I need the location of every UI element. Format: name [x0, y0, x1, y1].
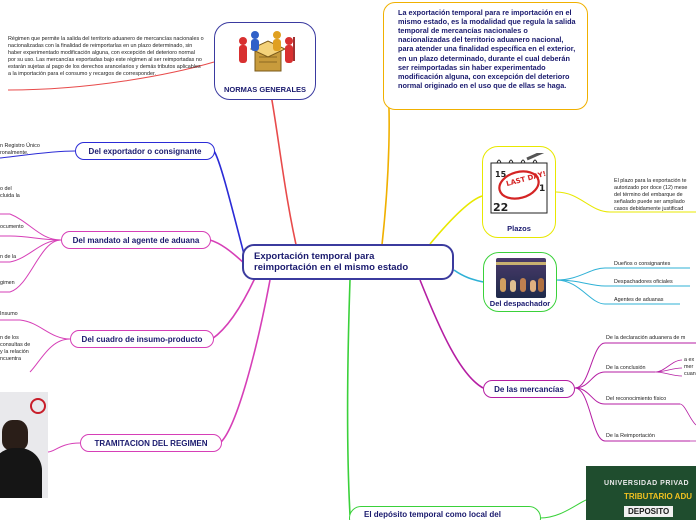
svg-text:1: 1 — [539, 184, 545, 194]
banner-line1: UNIVERSIDAD PRIVAD — [604, 480, 689, 487]
exportador-node[interactable]: Del exportador o consignante — [75, 142, 215, 160]
normas-label: NORMAS GENERALES — [224, 85, 306, 94]
despachador-leaf-2: Despachadores oficiales — [614, 279, 673, 285]
central-title-line1: Exportación temporal para — [254, 251, 442, 262]
despachador-leaf-1: Dueños o consignantes — [614, 261, 670, 267]
cuadro-fragment-1: Insumo — [0, 311, 18, 317]
mercancias-node[interactable]: De las mercancías — [483, 380, 575, 398]
plazos-note-3: del término del embarque de — [614, 192, 683, 198]
tramitacion-label: TRAMITACION DEL REGIMEN — [94, 439, 207, 448]
despachador-node[interactable]: Del despachador — [483, 252, 557, 312]
central-topic[interactable]: Exportación temporal para reimportación … — [242, 244, 454, 280]
definition-note[interactable]: La exportación temporal para re importac… — [383, 2, 588, 110]
deposito-label: El depósito temporal como local del — [364, 510, 501, 519]
university-banner: UNIVERSIDAD PRIVAD TRIBUTARIO ADU DEPOSI… — [586, 466, 696, 520]
plazos-note-2: autorizado por doce (12) mese — [614, 185, 687, 191]
normas-note: Régimen que permite la salida del territ… — [8, 36, 204, 77]
cuadro-node[interactable]: Del cuadro de insumo-producto — [70, 330, 214, 348]
presenter-photo — [0, 392, 48, 498]
mercancias-leaf-2: De la conclusión — [606, 365, 646, 371]
mandato-label: Del mandato al agente de aduana — [73, 236, 200, 245]
exportador-label: Del exportador o consignante — [89, 147, 202, 156]
calendar-icon: 15 1 22 LAST DAY! — [487, 153, 553, 219]
mandato-fragment-4: n de la — [0, 254, 16, 260]
despachador-label: Del despachador — [490, 299, 550, 308]
deposito-node[interactable]: El depósito temporal como local del — [349, 506, 541, 520]
banner-line2: TRIBUTARIO ADU — [624, 492, 692, 501]
exportador-fragment-2: ronalmente. — [0, 150, 28, 156]
books-icon — [233, 27, 299, 79]
mercancias-leaf-1: De la declaración aduanera de m — [606, 335, 685, 341]
conclusion-fragment-1: a ex — [684, 357, 694, 363]
mercancias-label: De las mercancías — [494, 385, 564, 394]
plazos-note-1: El plazo para la exportación te — [614, 178, 687, 184]
conclusion-fragment-2: mer — [684, 364, 693, 370]
despachador-leaf-3: Agentes de aduanas — [614, 297, 663, 303]
mercancias-leaf-4: De la Reimportación — [606, 433, 655, 439]
cuadro-fragment-5: ncuentra — [0, 356, 21, 362]
conclusion-fragment-3: cuan — [684, 371, 696, 377]
plazos-note-4: señalado puede ser ampliado — [614, 199, 685, 205]
mandato-node[interactable]: Del mandato al agente de aduana — [61, 231, 211, 249]
despachador-image — [496, 258, 546, 298]
central-title-line2: reimportación en el mismo estado — [254, 262, 442, 273]
tramitacion-node[interactable]: TRAMITACION DEL REGIMEN — [80, 434, 222, 452]
mandato-fragment-5: gimen — [0, 280, 15, 286]
plazos-label: Plazos — [507, 224, 531, 233]
svg-text:22: 22 — [493, 201, 508, 214]
mandato-fragment-2: cluida la — [0, 193, 20, 199]
cuadro-fragment-3: consultas de — [0, 342, 30, 348]
exportador-fragment-1: n Registro Único — [0, 143, 40, 149]
cuadro-fragment-2: n de los — [0, 335, 19, 341]
mandato-fragment-3: ocumento — [0, 224, 24, 230]
cuadro-label: Del cuadro de insumo-producto — [82, 335, 203, 344]
banner-line3: DEPOSITO — [624, 506, 673, 517]
cuadro-fragment-4: y la relación — [0, 349, 29, 355]
normas-generales-node[interactable]: NORMAS GENERALES — [214, 22, 316, 100]
mercancias-leaf-3: Del reconocimiento físico — [606, 396, 666, 402]
mandato-fragment-1: o del — [0, 186, 12, 192]
plazos-node[interactable]: 15 1 22 LAST DAY! Plazos — [482, 146, 556, 238]
plazos-note-5: casos debidamente justificad — [614, 206, 683, 212]
